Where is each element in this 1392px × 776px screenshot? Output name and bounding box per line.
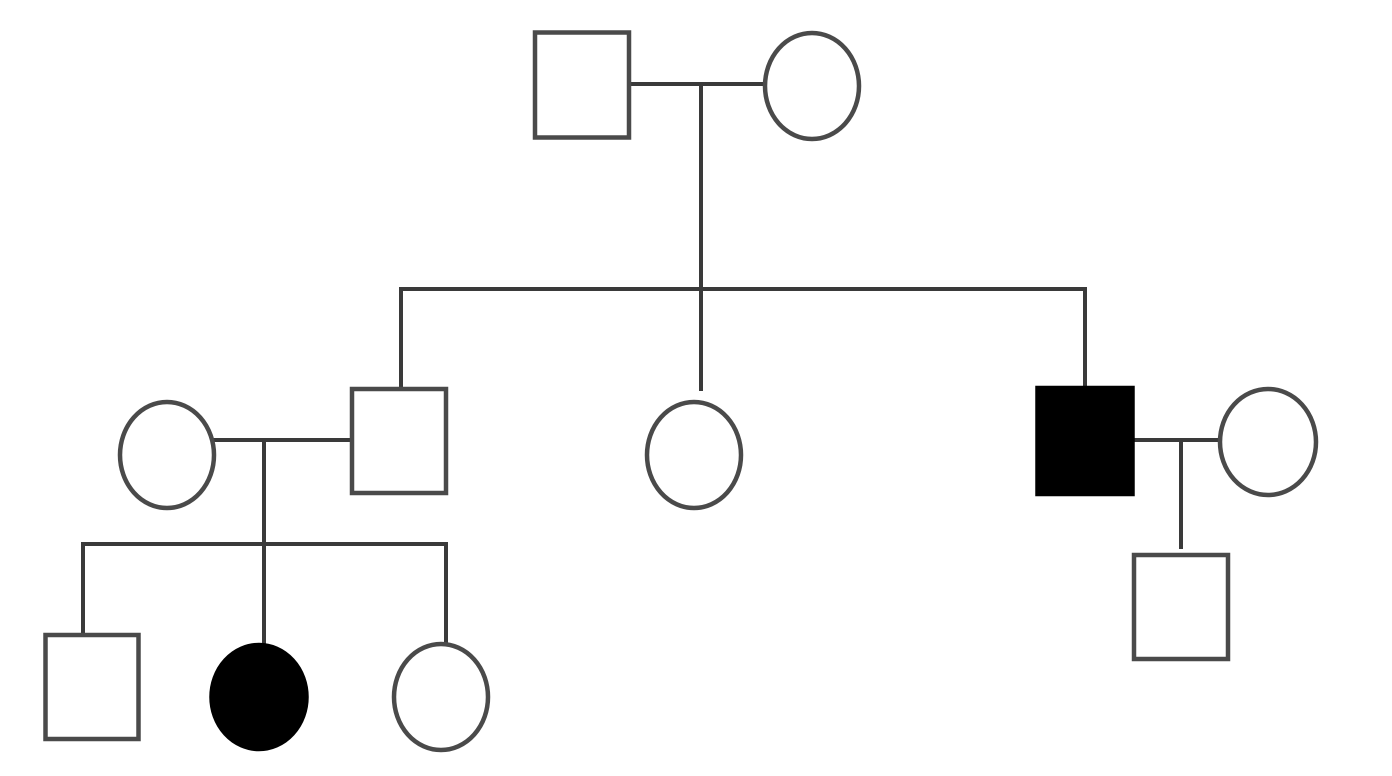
pedigree-symbols xyxy=(43,30,1319,753)
g1-father-male-square xyxy=(532,30,632,140)
g3-daughter-right-female-circle xyxy=(391,641,491,753)
g2-son-right-male-square-affected xyxy=(1035,385,1135,497)
g2-son-left-male-square xyxy=(349,386,449,496)
g2-daughter-middle-female-circle xyxy=(644,399,744,511)
g3-son-left-male-square xyxy=(43,632,141,742)
g3-daughter-affected-female-circle-affected xyxy=(209,642,309,752)
pedigree-lines xyxy=(81,82,1223,647)
g3-son-far-right-male-square xyxy=(1131,552,1231,662)
g2-spouse-right-female-circle xyxy=(1217,386,1319,498)
g1-mother-female-circle xyxy=(762,30,862,142)
g2-spouse-left-female-circle xyxy=(117,399,217,511)
